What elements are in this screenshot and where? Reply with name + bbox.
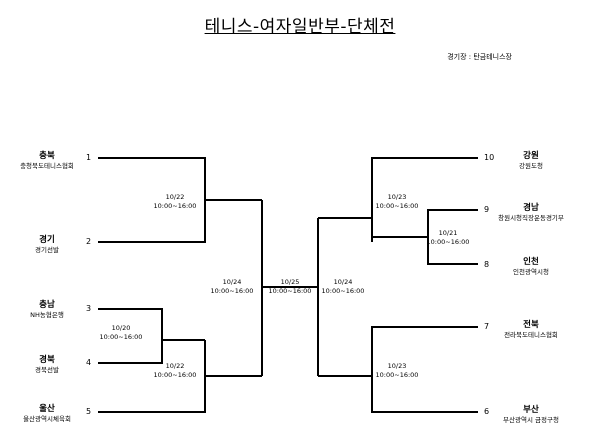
match-date: 10/23 bbox=[387, 362, 407, 370]
bracket-line-m-lower bbox=[98, 340, 206, 413]
team-right-8: 인천 인천광역시청 bbox=[486, 257, 576, 276]
match-label-9-8: 10/21 10:00~16:00 bbox=[413, 229, 483, 247]
bracket-line-seed-3 bbox=[98, 308, 163, 340]
bracket-line-seed-9 bbox=[427, 209, 478, 237]
team-org: 부산광역시 금정구청 bbox=[503, 415, 559, 424]
match-date: 10/21 bbox=[438, 229, 458, 237]
match-label-right-lower: 10/23 10:00~16:00 bbox=[362, 362, 432, 380]
team-right-9: 경남 창원시청직장운동경기부 bbox=[486, 203, 576, 222]
team-name: 충북 bbox=[39, 151, 55, 161]
match-date: 10/22 bbox=[165, 193, 185, 201]
team-org: 창원시청직장운동경기부 bbox=[498, 213, 564, 222]
team-name: 인천 bbox=[523, 257, 539, 267]
match-label-right-semi: 10/24 10:00~16:00 bbox=[308, 278, 378, 296]
team-org: 인천광역시청 bbox=[513, 267, 549, 276]
seed-number: 4 bbox=[86, 358, 92, 367]
seed-number: 3 bbox=[86, 304, 92, 313]
match-label-left-semi: 10/24 10:00~16:00 bbox=[197, 278, 267, 296]
team-name: 경북 bbox=[39, 355, 55, 365]
match-date: 10/20 bbox=[111, 324, 131, 332]
team-right-6: 부산 부산광역시 금정구청 bbox=[486, 405, 576, 424]
team-right-10: 강원 강원도청 bbox=[486, 151, 576, 170]
team-name: 경남 bbox=[523, 203, 539, 213]
match-time: 10:00~16:00 bbox=[268, 286, 312, 295]
team-left-5: 울산 울산광역시체육회 bbox=[2, 404, 92, 423]
bracket-line-seed-7 bbox=[371, 326, 478, 376]
team-org: 경북선발 bbox=[35, 365, 59, 374]
seed-number: 9 bbox=[484, 205, 490, 214]
match-label-final: 10/25 10:00~16:00 bbox=[255, 278, 325, 296]
team-org: NH농협은행 bbox=[30, 310, 64, 319]
bracket-line-seed-6 bbox=[371, 376, 478, 413]
team-org: 강원도청 bbox=[519, 161, 543, 170]
team-org: 경기선발 bbox=[35, 245, 59, 254]
match-date: 10/24 bbox=[222, 278, 242, 286]
seed-number: 2 bbox=[86, 237, 92, 246]
match-time: 10:00~16:00 bbox=[375, 201, 419, 210]
match-time: 10:00~16:00 bbox=[210, 286, 254, 295]
match-date: 10/25 bbox=[280, 278, 300, 286]
match-time: 10:00~16:00 bbox=[426, 237, 470, 246]
team-left-1: 충북 충청북도테니스협회 bbox=[2, 151, 92, 170]
page-title: 테니스-여자일반부-단체전 bbox=[204, 17, 396, 37]
team-name: 울산 bbox=[39, 404, 55, 414]
match-label-right-upper: 10/23 10:00~16:00 bbox=[362, 193, 432, 211]
match-label-3-4: 10/20 10:00~16:00 bbox=[86, 324, 156, 342]
match-date: 10/22 bbox=[165, 362, 185, 370]
team-name: 부산 bbox=[523, 405, 539, 415]
seed-number: 7 bbox=[484, 322, 490, 331]
bracket-line-seed-8 bbox=[427, 237, 478, 265]
match-date: 10/24 bbox=[333, 278, 353, 286]
bracket-line-seed-1 bbox=[98, 157, 206, 200]
team-org: 충청북도테니스협회 bbox=[20, 161, 74, 170]
match-label-1-2: 10/22 10:00~16:00 bbox=[140, 193, 210, 211]
team-org: 울산광역시체육회 bbox=[23, 414, 71, 423]
team-name: 강원 bbox=[523, 151, 539, 161]
bracket-line-seed-2 bbox=[98, 200, 206, 243]
team-left-2: 경기 경기선발 bbox=[2, 235, 92, 254]
seed-number: 5 bbox=[86, 407, 92, 416]
bracket-line-seed-4 bbox=[98, 340, 163, 364]
team-name: 충남 bbox=[39, 300, 55, 310]
match-date: 10/23 bbox=[387, 193, 407, 201]
bracket-line-seed-10 bbox=[371, 157, 478, 200]
venue-label: 경기장 : 탄금테니스장 bbox=[447, 53, 512, 61]
match-time: 10:00~16:00 bbox=[375, 370, 419, 379]
team-right-7: 전북 전라북도테니스협회 bbox=[486, 320, 576, 339]
team-name: 경기 bbox=[39, 235, 55, 245]
match-time: 10:00~16:00 bbox=[99, 332, 143, 341]
seed-number: 10 bbox=[484, 153, 495, 162]
seed-number: 1 bbox=[86, 153, 92, 162]
seed-number: 6 bbox=[484, 407, 490, 416]
seed-number: 8 bbox=[484, 260, 490, 269]
match-time: 10:00~16:00 bbox=[321, 286, 365, 295]
team-left-4: 경북 경북선발 bbox=[2, 355, 92, 374]
team-left-3: 충남 NH농협은행 bbox=[2, 300, 92, 319]
match-time: 10:00~16:00 bbox=[153, 370, 197, 379]
match-time: 10:00~16:00 bbox=[153, 201, 197, 210]
match-label-left-lower: 10/22 10:00~16:00 bbox=[140, 362, 210, 380]
team-org: 전라북도테니스협회 bbox=[504, 330, 558, 339]
team-name: 전북 bbox=[523, 320, 539, 330]
